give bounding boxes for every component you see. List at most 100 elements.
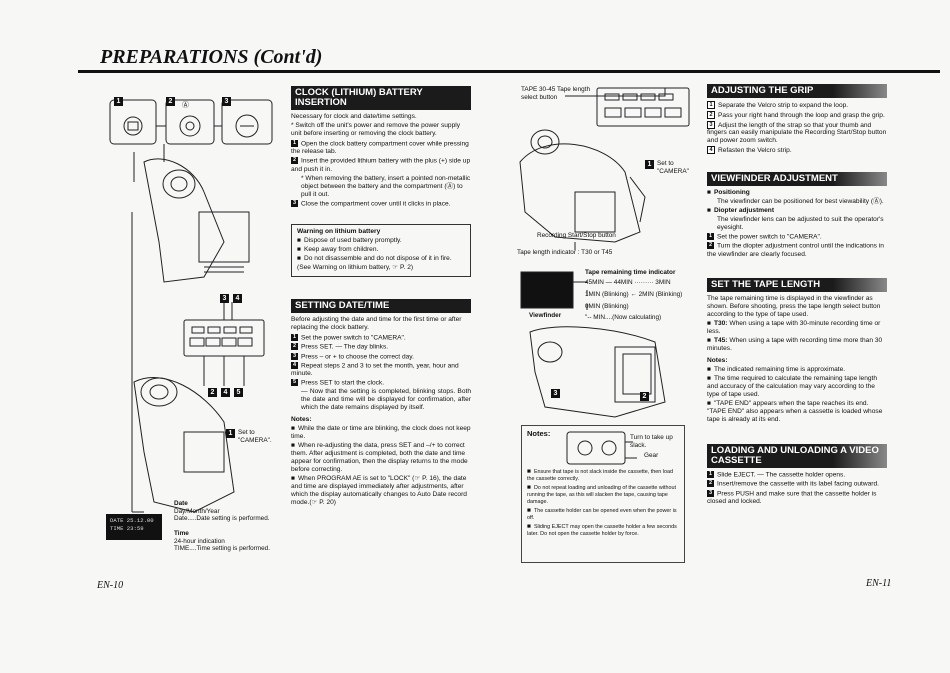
middle-notes-title: Notes:: [527, 429, 551, 438]
lcd-date: DATE 25.12.00: [110, 517, 154, 524]
step-marker-4-lower: 4: [233, 294, 242, 303]
remaining-chain-4: "-- MIN....(Now calculating): [585, 314, 662, 321]
grip-step-3-text: Adjust the length of the strap so that y…: [707, 121, 887, 145]
step-marker-2-lower: 2: [208, 388, 217, 397]
warning-1: Dispose of used battery promptly.: [303, 236, 402, 244]
step-marker-2: 2: [166, 97, 175, 106]
dt-step-5-sub: — Now that the setting is completed, bli…: [301, 388, 471, 412]
grip-step-2-text: Pass your right hand through the loop an…: [718, 111, 885, 119]
time-line-2: TIME....Time setting is performed.: [174, 545, 271, 552]
clock-step-2-sub: * When removing the battery, insert a po…: [301, 174, 471, 198]
lcd-display: DATE 25.12.00 TIME 23:59: [110, 517, 154, 533]
dt-note-3: When PROGRAM AE is set to "LOCK" (☞ P. 1…: [291, 475, 467, 507]
loading-cassette-section: LOADING AND UNLOADING A VIDEO CASSETTE 1…: [707, 444, 887, 507]
set-to-camera-callout: 1 Set to "CAMERA".: [226, 429, 286, 444]
tape-indicator-label: Tape length indicator : T30 or T45: [517, 249, 613, 256]
vf-step-1-num: 1: [707, 233, 714, 240]
grip-step-2-num: 2: [707, 110, 715, 119]
cassette-marker-2: 2: [640, 392, 649, 401]
tape-note-3: "TAPE END" appears when the tape reaches…: [707, 400, 883, 423]
clock-step-3-num: 3: [291, 199, 298, 207]
dt-step-1-num: 1: [291, 334, 298, 341]
dt-step-5-text: Press SET to start the clock.: [301, 379, 385, 387]
loading-cassette-heading: LOADING AND UNLOADING A VIDEO CASSETTE: [707, 444, 887, 468]
clock-battery-heading: CLOCK (LITHIUM) BATTERY INSERTION: [291, 86, 471, 110]
page-number-right: EN-11: [866, 578, 892, 589]
title-divider: [78, 70, 940, 73]
date-callout: Date Day/Month/Year Date.....Date settin…: [174, 500, 284, 523]
tape-length-section: SET THE TAPE LENGTH The tape remaining t…: [707, 278, 887, 425]
viewfinder-adjustment-section: VIEWFINDER ADJUSTMENT ■Positioning The v…: [707, 172, 887, 260]
positioning-title: Positioning: [713, 189, 750, 196]
remaining-time-callout: Tape remaining time indicator 45MIN — 44…: [585, 269, 699, 322]
diopter-text: The viewfinder lens can be adjusted to s…: [717, 216, 884, 231]
t45-text: When using a tape with recording time mo…: [707, 337, 883, 352]
grip-step-1-text: Separate the Velcro strip to expand the …: [718, 101, 849, 109]
remaining-chain-1: 45MIN — 44MIN ········· 3MIN: [585, 278, 671, 286]
vf-step-2-text: Turn the diopter adjustment control unti…: [707, 242, 884, 258]
battery-camera-illustration: [106, 99, 273, 540]
positioning-text: The viewfinder can be positioned for bes…: [717, 198, 884, 205]
clock-battery-section: CLOCK (LITHIUM) BATTERY INSERTION Necess…: [291, 86, 471, 277]
middle-notes-box: Notes: Turn to take up slack. Gear ■Ensu…: [521, 425, 685, 563]
clock-step-2-text: Insert the provided lithium battery with…: [291, 157, 471, 173]
dt-step-2-text: Press SET. — The day blinks.: [301, 343, 389, 351]
grip-step-1-num: 1: [707, 101, 715, 109]
tape-length-heading: SET THE TAPE LENGTH: [707, 278, 887, 292]
step-marker-3-lower: 3: [220, 294, 229, 303]
tape-length-label: TAPE 30-45 Tape length select button: [521, 86, 591, 101]
lithium-warning-box: Warning on lithium battery ■Dispose of u…: [291, 223, 471, 277]
clock-step-1-text: Open the clock battery compartment cover…: [291, 140, 469, 156]
middle-notes-list: ■Ensure that tape is not slack inside th…: [527, 468, 677, 537]
dt-step-3-num: 3: [291, 352, 298, 360]
grip-step-4-text: Refasten the Velcro strip.: [718, 147, 792, 154]
dt-step-4-num: 4: [291, 361, 298, 369]
dt-step-4-text: Repeat steps 2 and 3 to set the month, y…: [291, 362, 459, 377]
middle-set-to-label: Set to "CAMERA": [657, 160, 689, 175]
remaining-title: Tape remaining time indicator: [585, 269, 676, 276]
dt-step-3-text: Press – or + to choose the correct day.: [301, 352, 414, 360]
datetime-notes-title: Notes:: [291, 416, 312, 424]
tape-length-intro: The tape remaining time is displayed in …: [707, 295, 881, 318]
clock-step-3-text: Close the compartment cover until it cli…: [301, 199, 451, 207]
recording-button-label: Recording Start/Stop button: [537, 232, 616, 239]
set-to-badge: 1: [226, 429, 235, 438]
clock-step-1-num: 1: [291, 140, 298, 147]
mid-note-4: Sliding EJECT may open the cassette hold…: [527, 524, 677, 537]
middle-illustration: TAPE 30-45 Tape length select button 1 S…: [515, 82, 700, 572]
mid-note-2: Do not repeat loading and unloading of t…: [527, 485, 676, 505]
t45-label: T45:: [713, 337, 728, 344]
mid-note-3: The cassette holder can be opened even w…: [527, 508, 677, 521]
setting-datetime-heading: SETTING DATE/TIME: [291, 299, 471, 313]
camera-tape-illustration: [519, 87, 690, 465]
datetime-intro: Before adjusting the date and time for t…: [291, 316, 462, 331]
dt-note-2: When re-adjusting the data, press SET an…: [291, 442, 468, 474]
viewfinder-adjustment-heading: VIEWFINDER ADJUSTMENT: [707, 172, 887, 186]
date-line-1: Day/Month/Year: [174, 507, 220, 515]
time-line-1: 24-hour indication: [174, 537, 225, 545]
adjusting-grip-heading: ADJUSTING THE GRIP: [707, 84, 887, 98]
middle-set-to-badge: 1: [645, 160, 654, 169]
warning-3: Do not disassemble and do not dispose of…: [303, 254, 452, 262]
mid-note-1: Ensure that tape is not slack inside the…: [527, 469, 673, 482]
dt-step-1-text: Set the power switch to "CAMERA".: [301, 334, 406, 342]
warning-title: Warning on lithium battery: [297, 227, 381, 235]
load-step-3-num: 3: [707, 489, 714, 497]
warning-2: Keep away from children.: [303, 245, 379, 253]
grip-step-3-num: 3: [707, 120, 715, 129]
remaining-chain-3: 0MIN (Blinking): [585, 302, 629, 310]
step-marker-5-lower: 5: [234, 388, 243, 397]
marker-a: Ⓐ: [182, 102, 189, 109]
step-marker-3: 3: [222, 97, 231, 106]
turn-label: Turn to take up slack.: [630, 434, 673, 449]
date-line-2: Date.....Date setting is performed.: [174, 515, 270, 522]
vf-step-1-text: Set the power switch to "CAMERA".: [717, 233, 822, 241]
cassette-marker-3: 3: [551, 389, 560, 398]
page-number-left: EN-10: [97, 580, 124, 591]
load-step-2-num: 2: [707, 480, 714, 488]
tape-note-1: The indicated remaining time is approxim…: [713, 366, 846, 373]
step-marker-1: 1: [114, 97, 123, 106]
clock-step-2-num: 2: [291, 157, 298, 165]
time-callout: Time 24-hour indication TIME....Time set…: [174, 530, 284, 553]
